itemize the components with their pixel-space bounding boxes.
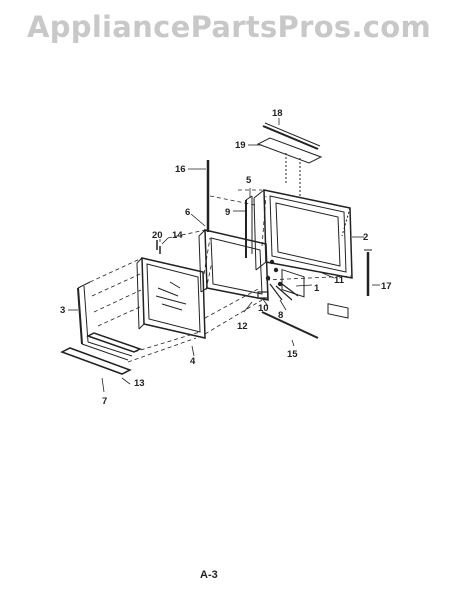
- watermark-text: AppliancePartsPros.com: [26, 10, 432, 44]
- callout-12: 12: [237, 321, 248, 332]
- front-glass-panel: [136, 257, 206, 339]
- part-7-handle: [60, 347, 132, 375]
- callout-1: 1: [314, 283, 320, 294]
- page-number: A-3: [200, 569, 218, 581]
- callout-labels: 1 2 3 4 5 6 7 8 9 10 11 12 13 14 15 16 1…: [60, 108, 392, 407]
- callout-10: 10: [258, 303, 269, 314]
- part-18-top-strip: [262, 122, 321, 150]
- hardware-screws: [257, 259, 299, 301]
- part-5-bracket: [245, 195, 253, 258]
- leader-lines: [68, 118, 380, 393]
- assembly-lines: [89, 189, 353, 363]
- callout-16: 16: [175, 164, 186, 175]
- callout-14: 14: [172, 230, 183, 241]
- callout-2: 2: [363, 232, 368, 243]
- callout-5: 5: [246, 175, 252, 186]
- callout-15: 15: [287, 349, 298, 360]
- part-3-left-bracket: [77, 281, 133, 361]
- part-19-top-plate: [256, 137, 323, 164]
- callout-18: 18: [272, 108, 283, 119]
- part-20-screw: [156, 240, 161, 254]
- part-13-bottom-trim: [86, 332, 142, 353]
- callout-4: 4: [190, 356, 196, 367]
- callout-6: 6: [185, 207, 190, 218]
- part-15-bottom-strip: [261, 311, 319, 339]
- callout-20: 20: [152, 230, 163, 241]
- callout-11: 11: [334, 275, 345, 286]
- callout-3: 3: [60, 305, 65, 316]
- part-6-middle-frame: [198, 229, 269, 301]
- callout-7: 7: [102, 396, 107, 407]
- callout-19: 19: [235, 140, 246, 151]
- callout-9: 9: [225, 207, 230, 218]
- callout-8: 8: [278, 310, 283, 321]
- callout-17: 17: [381, 281, 392, 292]
- callout-13: 13: [134, 378, 145, 389]
